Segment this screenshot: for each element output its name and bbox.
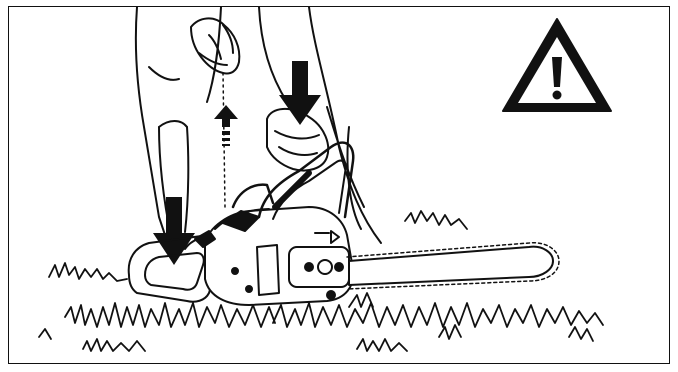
grass bbox=[38, 210, 604, 352]
chainsaw-start-illustration bbox=[38, 7, 612, 352]
operator-legs bbox=[134, 7, 382, 248]
chainsaw bbox=[127, 141, 355, 306]
warning-triangle-icon bbox=[502, 18, 612, 112]
arrow-up-icon bbox=[214, 105, 238, 146]
illustration-frame bbox=[8, 6, 670, 364]
guide-bar bbox=[346, 242, 560, 290]
arrow-down-icon bbox=[279, 61, 321, 125]
